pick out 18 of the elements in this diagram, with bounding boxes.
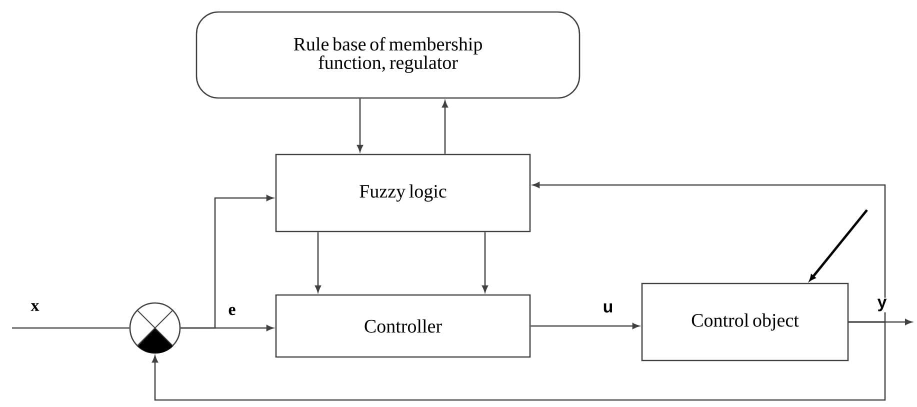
- arrow: [482, 232, 488, 292]
- signal-label: u: [602, 302, 614, 314]
- arrow: [357, 98, 363, 152]
- arrow: [809, 209, 868, 281]
- arrow: [152, 321, 886, 401]
- signal-label: y: [876, 298, 888, 312]
- block-box: Control object: [641, 282, 849, 362]
- arrow: [442, 100, 448, 154]
- signal-label: x: [30, 302, 40, 312]
- block-box: Fuzzy logic: [275, 154, 531, 232]
- block-box: Controller: [275, 294, 531, 358]
- arrow: [530, 323, 640, 329]
- arrow: [315, 232, 321, 292]
- arrow: [180, 195, 274, 329]
- summing-junction: [129, 302, 181, 354]
- rule-base-box: Rule base of membership function, regulator: [196, 11, 580, 99]
- arrow: [532, 182, 886, 323]
- signal-label: e: [227, 306, 237, 316]
